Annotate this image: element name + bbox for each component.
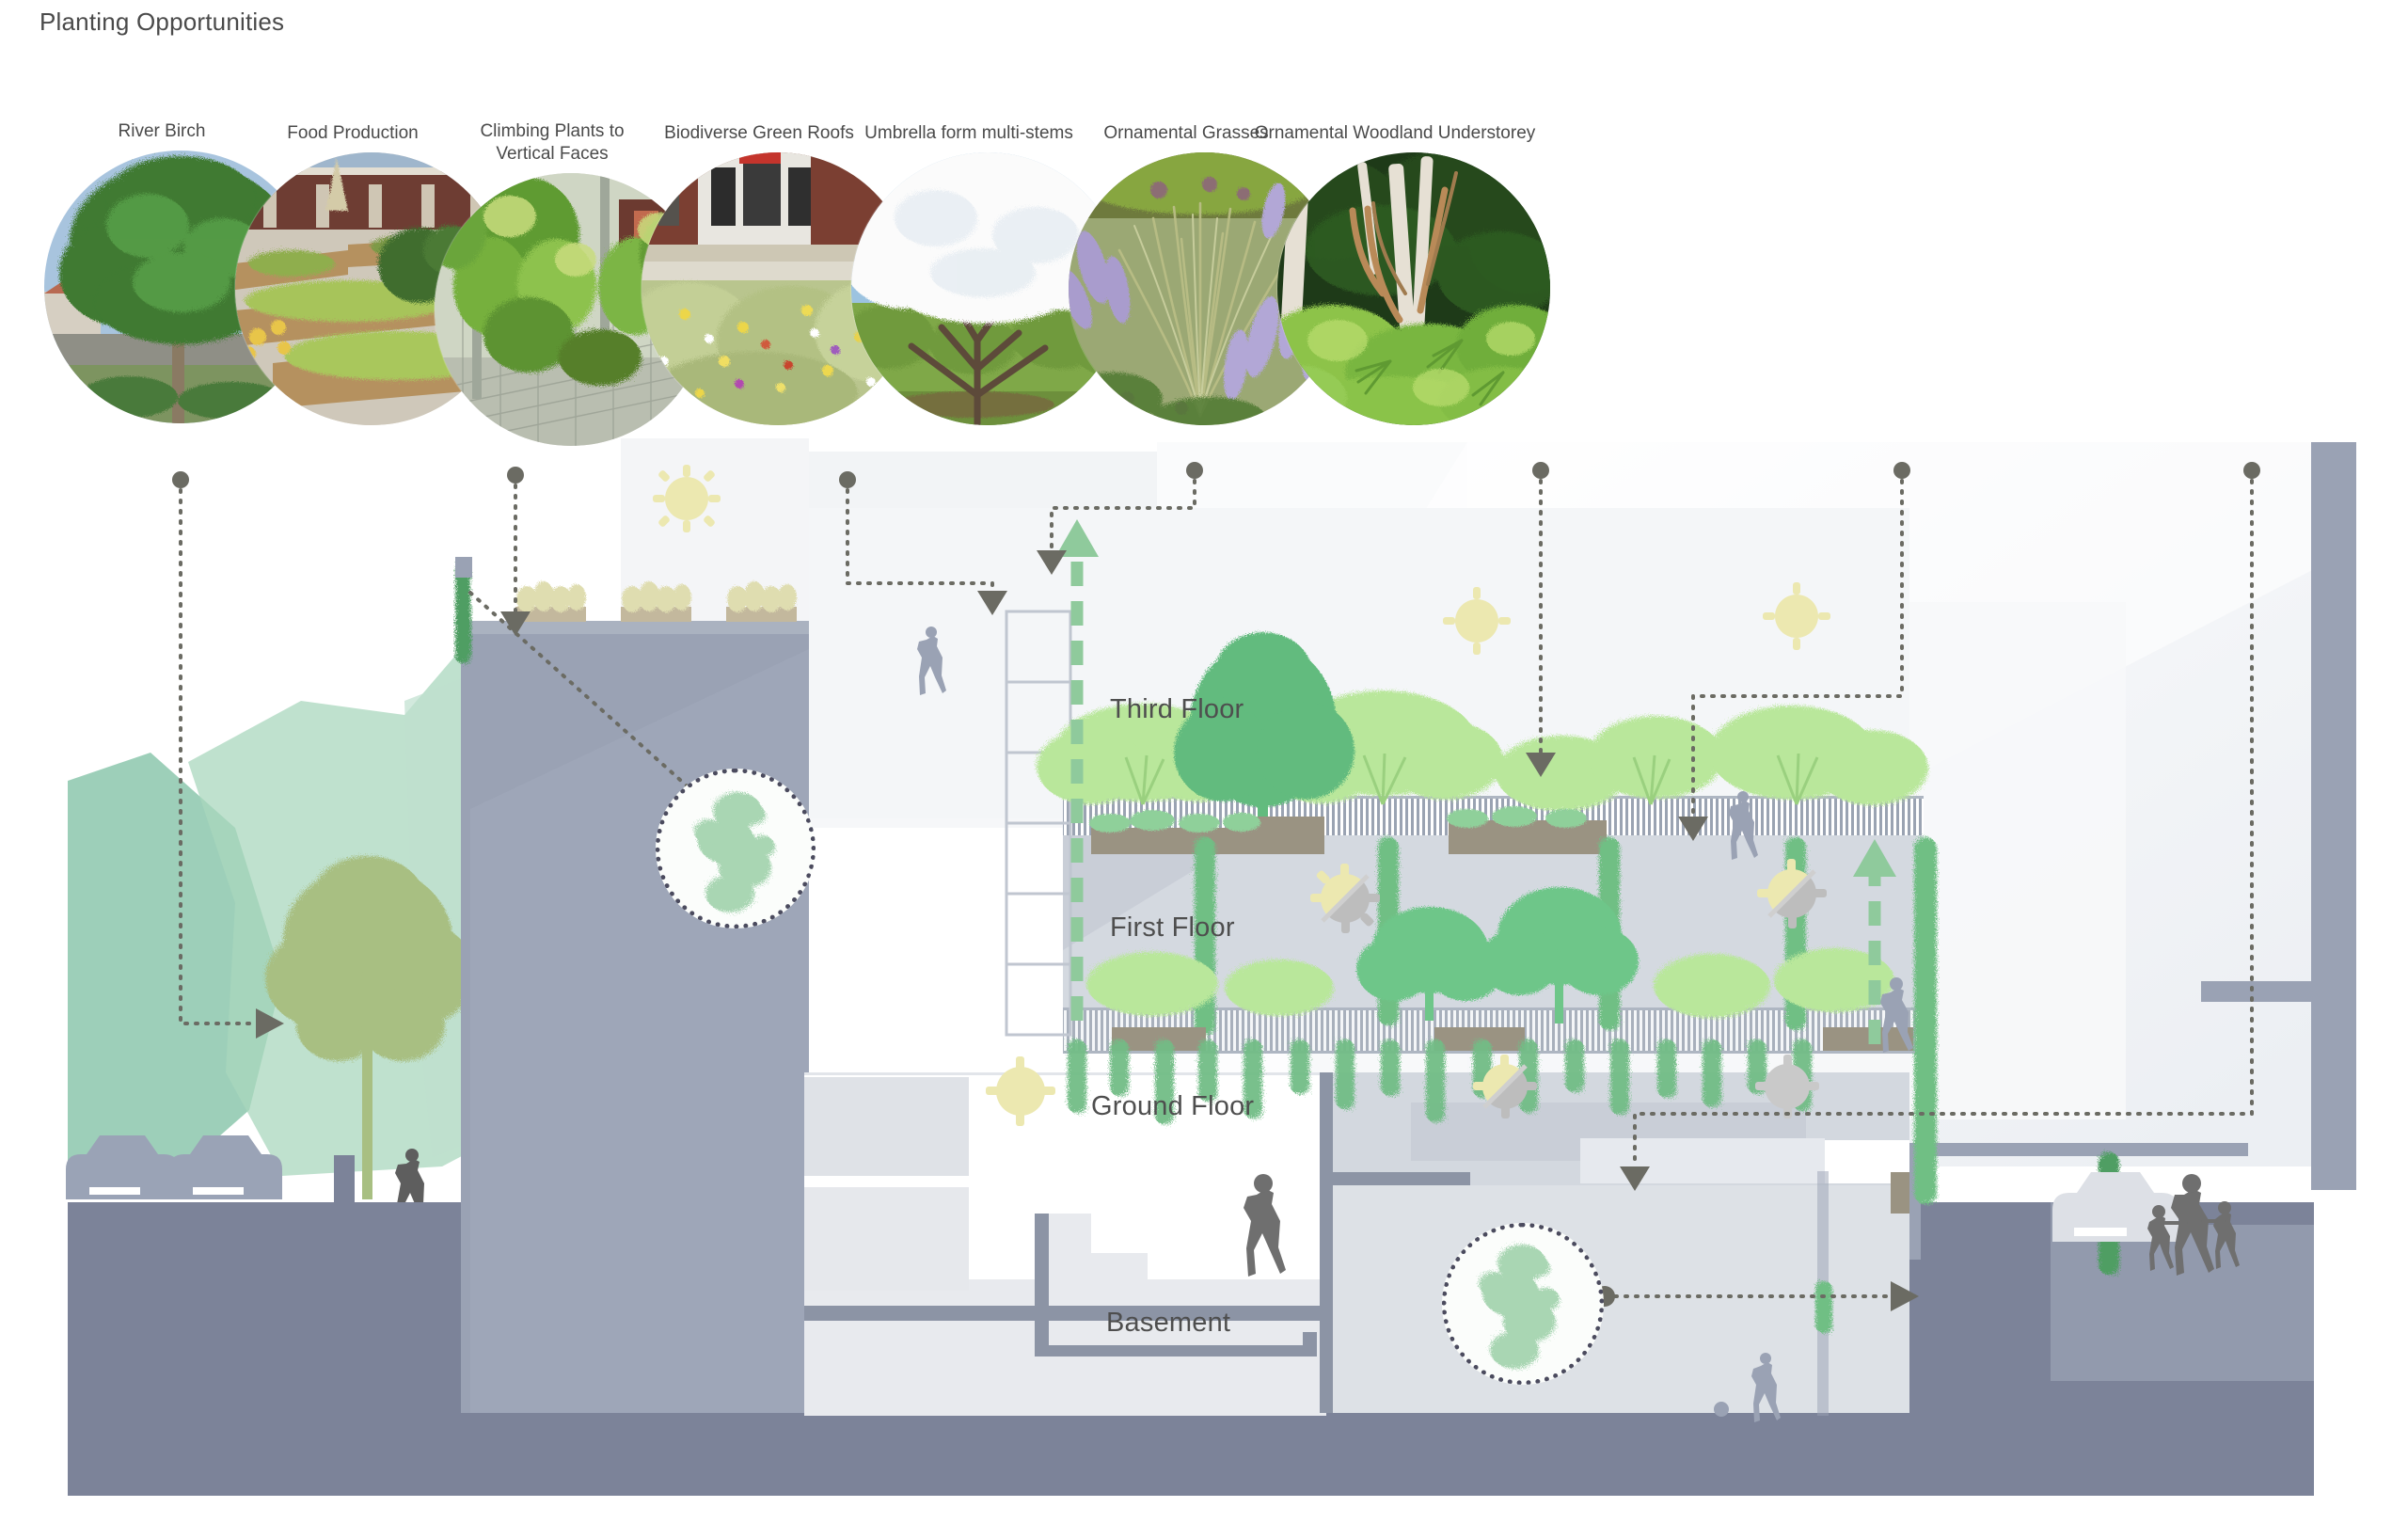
leader-lines (179, 468, 2254, 1298)
first-floor-planting (1086, 837, 1913, 1051)
person-ground-floor (1244, 1174, 1286, 1277)
climbing-plant-detail-upper (656, 769, 816, 928)
facade-mullions (1005, 610, 1072, 1037)
right-pier (2311, 442, 2356, 1190)
sun-shade-symbol-a (1443, 587, 1511, 655)
photo-woodland-understorey[interactable] (1277, 151, 1550, 425)
leader-start-dots (172, 462, 2260, 1307)
street-tree-silhouette (265, 856, 475, 1199)
climbing-plant-left-edge (455, 564, 471, 663)
third-floor-trees (1037, 632, 1928, 854)
photo-caption-umbrella-multistem: Umbrella form multi-stems (864, 123, 1073, 143)
sun-shade-symbol-roof (653, 465, 721, 532)
photo-caption-food-production: Food Production (287, 123, 419, 143)
green-growth-arrow-right (1853, 839, 1896, 1044)
page-title: Planting Opportunities (40, 8, 285, 36)
climbing-plant-detail-lower (1442, 1223, 1604, 1385)
street-bollard (334, 1155, 355, 1202)
car-right (2052, 1172, 2178, 1242)
parked-cars (66, 1135, 282, 1199)
leader-arrowheads (256, 550, 1919, 1311)
family-silhouette (2147, 1174, 2240, 1276)
sun-shade-symbol-g (1755, 1055, 1819, 1119)
third-floor-label: Third Floor (1110, 694, 1244, 724)
sun-shade-symbol-f (1473, 1055, 1537, 1119)
person-basement (1751, 1353, 1781, 1422)
photo-caption-ornamental-grasses: Ornamental Grasses (1103, 123, 1269, 143)
photo-caption-biodiverse-roofs: Biodiverse Green Roofs (664, 123, 854, 143)
sun-shade-symbol-e (986, 1056, 1055, 1126)
climbing-column-right (1914, 837, 1937, 1204)
sun-shade-symbol-b (1763, 582, 1830, 650)
person-descending-stair (1880, 977, 1913, 1053)
photo-caption-river-birch: River Birch (118, 121, 206, 141)
climbing-column-small-right (1815, 1281, 1832, 1333)
sun-shade-symbol-d (1757, 859, 1827, 928)
photo-item-woodland-understorey[interactable]: Ornamental Woodland Understorey (1255, 122, 1550, 425)
basement-label: Basement (1106, 1308, 1231, 1338)
sun-shade-symbol-c (1310, 864, 1380, 933)
person-third-floor-deck (1729, 791, 1758, 860)
ground-floor-label: Ground Floor (1091, 1091, 1255, 1121)
roof-planters (461, 581, 809, 634)
person-upper-walkway (917, 627, 946, 695)
first-floor-label: First Floor (1110, 912, 1235, 943)
basement-dot (1714, 1402, 1729, 1417)
right-pier-ledge (2201, 981, 2314, 1002)
photo-caption-woodland-understorey: Ornamental Woodland Understorey (1254, 123, 1536, 143)
green-growth-arrow-left (1055, 519, 1099, 1021)
climber-anchor (455, 557, 472, 578)
